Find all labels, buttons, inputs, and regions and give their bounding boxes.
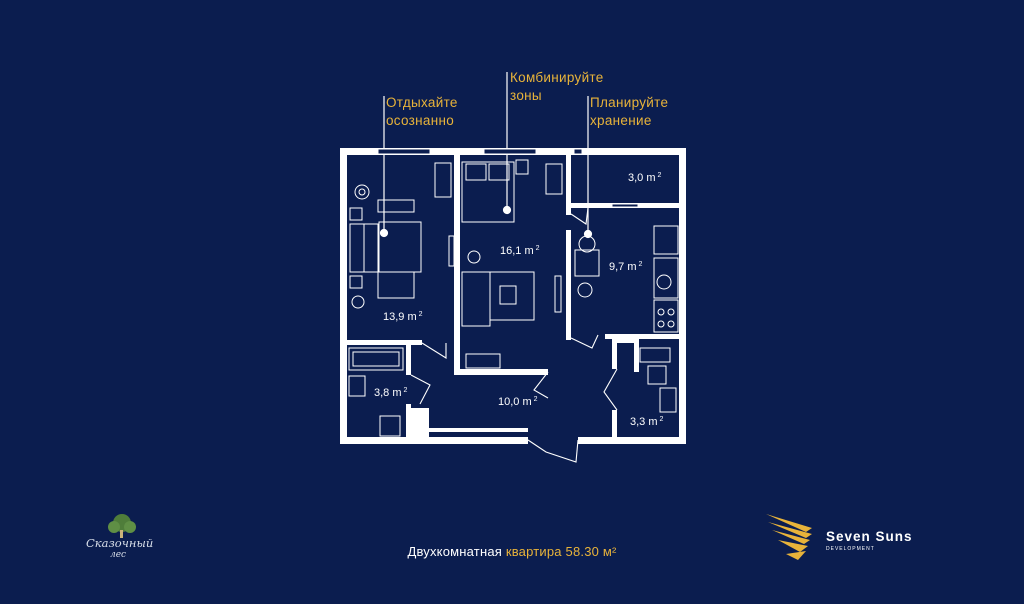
pointer-rest-dot: [379, 228, 389, 238]
door-swings: [410, 207, 618, 463]
caption-prefix: Двухкомнатная: [407, 544, 502, 559]
callout-combine-line1: Комбинируйте: [510, 70, 604, 85]
callout-pointers: [379, 72, 593, 239]
door-entrance: [527, 439, 579, 463]
sun-rays-logo-icon: [766, 514, 812, 560]
callout-combine-line2: зоны: [510, 88, 542, 103]
wc-furniture: [639, 347, 677, 413]
door-storage: [570, 207, 589, 225]
callout-rest: Отдыхайте осознанно: [386, 94, 458, 130]
door-kitchen: [570, 334, 599, 349]
door-bedroom: [533, 371, 549, 399]
door-wc: [603, 368, 618, 411]
callout-rest-line2: осознанно: [386, 113, 455, 128]
tree-logo-icon: [108, 514, 136, 538]
brand-left-name: Сказочный: [86, 536, 154, 550]
door-living: [421, 342, 447, 359]
brand-right-sub: DEVELOPMENT: [826, 546, 875, 552]
brand-logo-left: Сказочный лес: [80, 512, 162, 562]
door-bathroom: [410, 374, 431, 405]
furniture: [348, 159, 679, 437]
callout-combine: Комбинируйте зоны: [510, 69, 604, 105]
windows: [377, 148, 639, 208]
bedroom-furniture: [461, 159, 563, 369]
brand-right-name: Seven Suns: [826, 529, 913, 544]
callout-storage: Планируйте хранение: [590, 94, 668, 130]
brand-logo-right: Seven Suns DEVELOPMENT: [766, 512, 946, 562]
callout-storage-line1: Планируйте: [590, 95, 669, 110]
apartment-caption: Двухкомнатная квартира 58.30 м²: [0, 544, 1024, 559]
brand-left-sub: лес: [110, 550, 127, 560]
callout-rest-line1: Отдыхайте: [386, 95, 458, 110]
callout-storage-line2: хранение: [590, 113, 652, 128]
pointer-combine-dot: [502, 205, 512, 215]
living-furniture: [349, 162, 455, 309]
bathroom-furniture: [348, 347, 404, 437]
kitchen-furniture: [574, 225, 679, 333]
caption-highlight: квартира 58.30 м²: [505, 544, 617, 559]
